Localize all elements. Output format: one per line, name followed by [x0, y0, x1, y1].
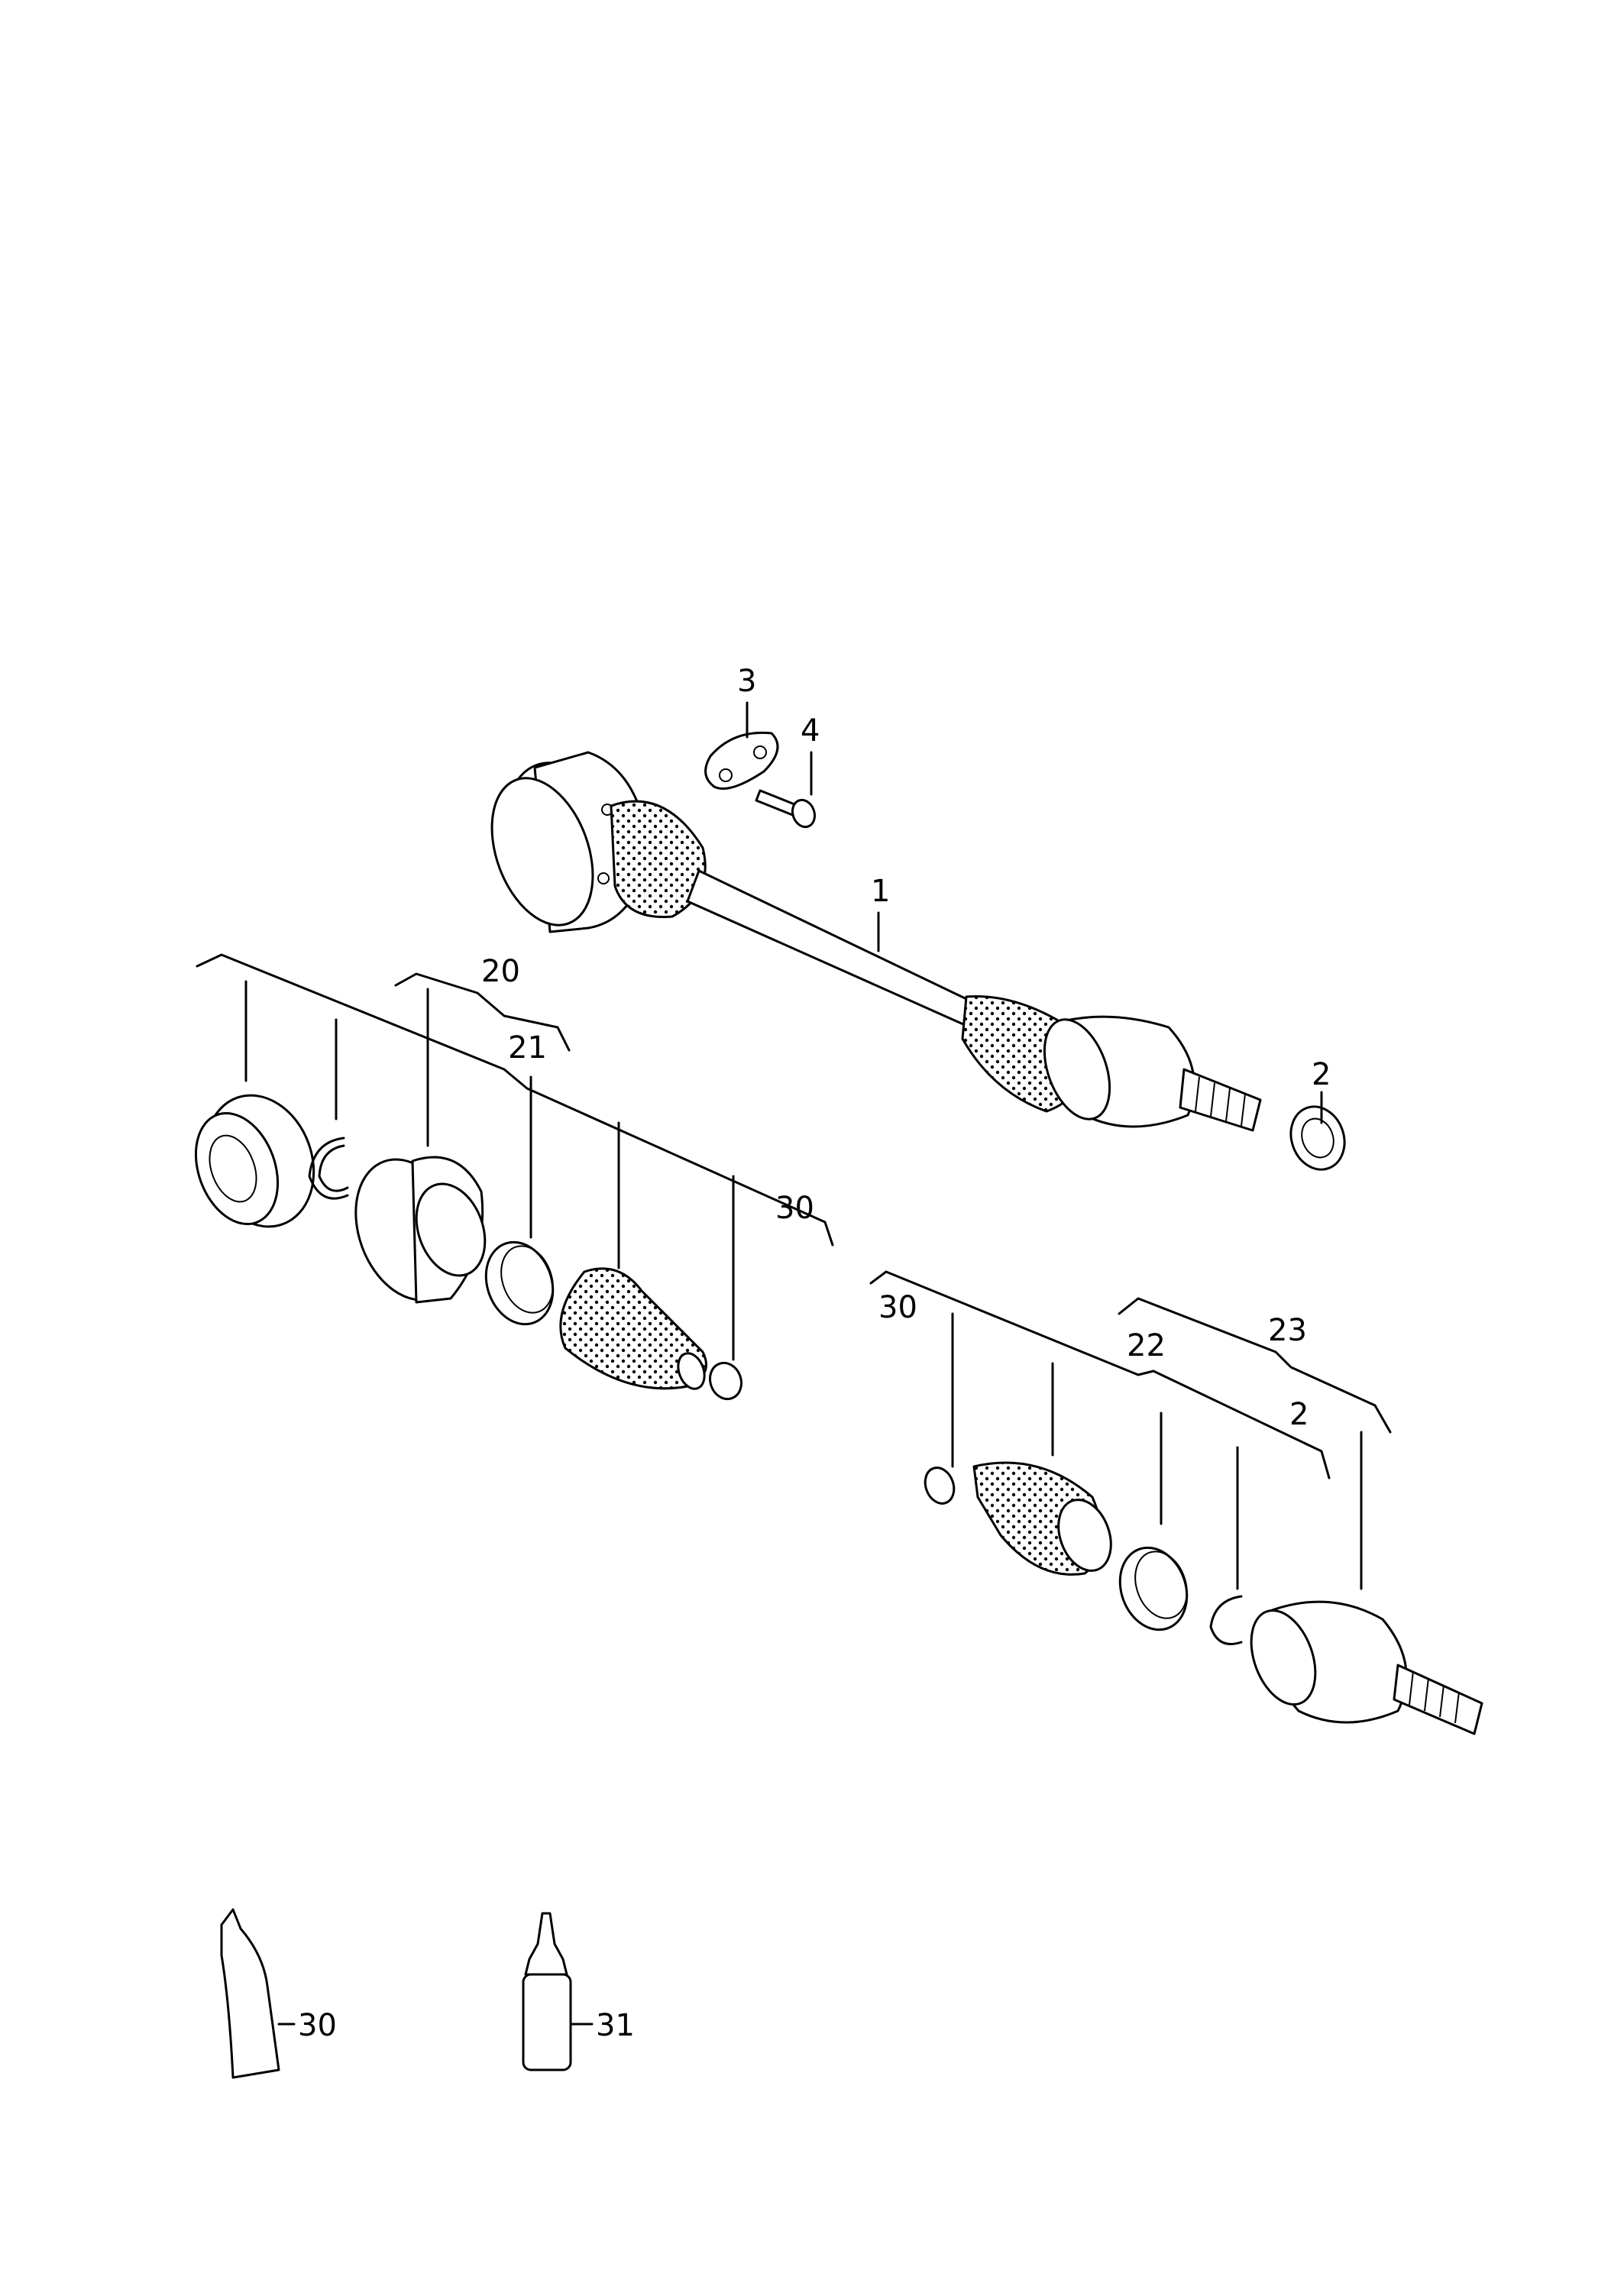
callout-1: 1	[871, 874, 890, 909]
drive-shaft-assembly	[490, 731, 1346, 1171]
right-repair-kit	[869, 1270, 1483, 1735]
callout-22: 22	[1127, 1328, 1166, 1363]
callout-3: 3	[737, 664, 756, 699]
callout-2-right: 2	[1289, 1397, 1309, 1432]
callout-21: 21	[508, 1030, 547, 1066]
left-repair-kit	[194, 953, 834, 1401]
callout-30-left: 30	[775, 1191, 814, 1226]
leader-lines-right	[951, 1312, 1363, 1590]
callout-labels: 1 2 3 4 20 21 30 30 22 23 2 30 31	[298, 664, 1331, 2043]
grease-tube	[220, 1908, 296, 2079]
leader-lines-left	[244, 980, 735, 1361]
leader-lines-top	[746, 701, 1323, 1124]
callout-20: 20	[481, 954, 520, 989]
callout-23: 23	[1268, 1313, 1307, 1348]
callout-31-bottle: 31	[596, 2008, 635, 2043]
callout-30-tube: 30	[298, 2008, 337, 2043]
callout-2-top: 2	[1312, 1057, 1331, 1092]
callout-4: 4	[801, 713, 820, 749]
callout-30-right: 30	[878, 1290, 917, 1325]
sealant-bottle	[522, 1912, 594, 2071]
